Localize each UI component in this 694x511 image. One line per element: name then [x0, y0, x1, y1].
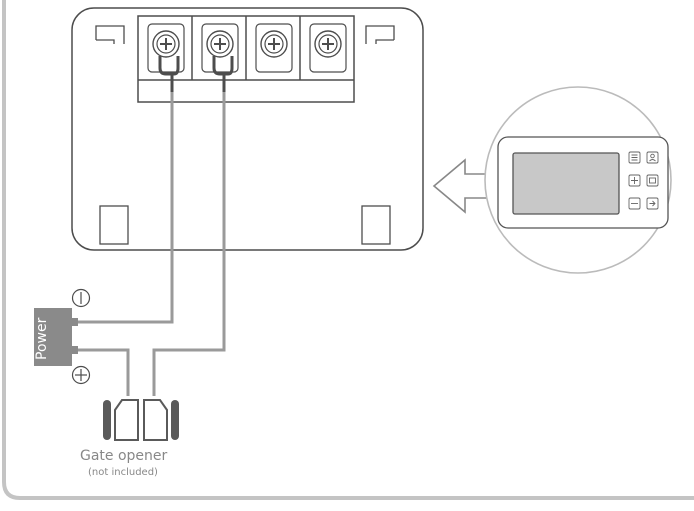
terminal-block [137, 15, 355, 103]
positive-terminal-symbol [71, 365, 91, 385]
gate-opener-icon [103, 399, 179, 441]
wire-gate-right [152, 92, 226, 396]
foot-left [99, 205, 129, 245]
clip-left [95, 25, 125, 44]
display-screen [512, 152, 620, 215]
foot-right [361, 205, 391, 245]
wire-negative [72, 92, 174, 324]
screw-2 [206, 30, 234, 58]
power-supply [34, 308, 78, 366]
screw-1 [152, 30, 180, 58]
zoom-callout [484, 86, 672, 274]
screw-3 [260, 30, 288, 58]
wire-hook-1 [158, 56, 180, 76]
panel-buttons [628, 151, 659, 210]
power-label: Power [34, 317, 50, 360]
wire-positive [72, 348, 130, 396]
gate-opener-label: Gate opener [80, 448, 168, 464]
clip-right [365, 25, 395, 44]
not-included-note: (not included) [88, 467, 158, 478]
negative-terminal-symbol [71, 288, 91, 308]
screw-4 [314, 30, 342, 58]
arrow-left-icon [432, 158, 492, 214]
outer-frame [2, 0, 694, 500]
wires [72, 92, 226, 396]
